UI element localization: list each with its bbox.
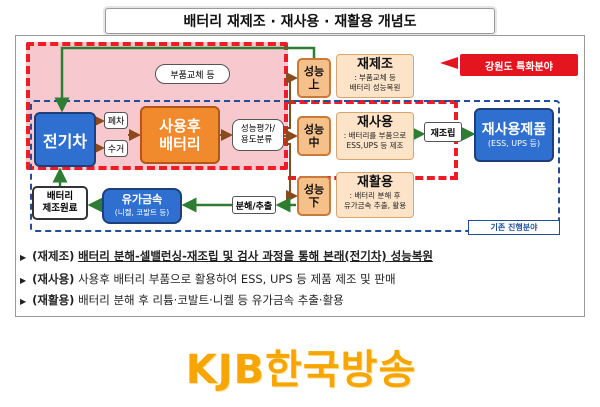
- collect-label: 폐차: [104, 112, 128, 129]
- recover-label: 수거: [104, 140, 128, 157]
- bullet-remanufacture: ▶ (재제조) 배터리 분해-셀밸런싱-재조립 및 검사 과정을 통해 본래(전기…: [20, 248, 580, 264]
- reuse-product-sub: (ESS, UPS 등): [487, 139, 541, 148]
- reuse-product-node: 재사용제품 (ESS, UPS 등): [474, 108, 554, 162]
- bullet-marker-icon: ▶: [20, 276, 27, 285]
- used-battery-node: 사용후 배터리: [140, 106, 220, 164]
- bullet-reuse: ▶ (재사용) 사용후 배터리 부품으로 활용하여 ESS, UPS 등 제품 제…: [20, 271, 580, 287]
- used-battery-label: 사용후 배터리: [159, 117, 201, 153]
- bullet-term: (재사용): [32, 272, 75, 286]
- grade-low-label: 성능 下: [303, 183, 325, 209]
- kjb-watermark-logo: KJB한국방송: [185, 347, 417, 393]
- gangwon-tag: 강원도 특화분야: [460, 54, 578, 76]
- grade-high-label: 성능 上: [303, 65, 325, 91]
- page-title: 배터리 재제조 · 재사용 · 재활용 개념도: [105, 8, 495, 34]
- evaluation-label: 성능평가/ 용도분류: [240, 124, 276, 145]
- bullet-term: (재제조): [32, 249, 75, 263]
- existing-tag: 기존 진행분야: [468, 220, 560, 235]
- existing-zone: [30, 100, 560, 232]
- grade-mid: 성능 中: [297, 116, 331, 156]
- reuse-product-title: 재사용제품: [481, 122, 547, 138]
- disassembly-label: 분해/추출: [232, 196, 276, 214]
- raw-material-node: 배터리 제조원료: [32, 186, 88, 220]
- reuse-desc: : 배터리를 부품으로 ESS,UPS 등 제조: [343, 131, 407, 150]
- bullet-text: 배터리 분해-셀밸런싱-재조립 및 검사 과정을 통해 본래(전기차) 성능복원: [78, 249, 433, 263]
- metal-title: 유가금속: [121, 193, 163, 206]
- diagram-panel: [15, 35, 585, 317]
- reuse-title: 재사용: [357, 115, 393, 130]
- grade-mid-label: 성능 中: [303, 123, 325, 149]
- reassembly-label: 재조립: [424, 122, 462, 142]
- reuse-node: 재사용 : 배터리를 부품으로 ESS,UPS 등 제조: [336, 112, 414, 160]
- part-replace-label: 부품교체 등: [155, 64, 230, 84]
- grade-high: 성능 上: [297, 58, 331, 98]
- bullet-marker-icon: ▶: [20, 253, 27, 262]
- recycle-title: 재활용: [357, 175, 393, 190]
- bullet-text: 사용후 배터리 부품으로 활용하여 ESS, UPS 등 제품 제조 및 판매: [78, 272, 396, 286]
- bullet-term: (재활용): [32, 293, 75, 307]
- recycle-node: 재활용 : 배터리 분해 후 유가금속 추출, 활용: [336, 172, 414, 218]
- bullet-text: 배터리 분해 후 리튬·코발트·니켈 등 유가금속 추출·활용: [78, 293, 344, 307]
- electric-vehicle-node: 전기차: [34, 112, 96, 167]
- remanufacture-node: 재제조 : 부품교체 등 배터리 성능복원: [336, 54, 414, 98]
- evaluation-node: 성능평가/ 용도분류: [232, 119, 284, 151]
- bullet-recycle: ▶ (재활용) 배터리 분해 후 리튬·코발트·니켈 등 유가금속 추출·활용: [20, 292, 580, 308]
- remanufacture-desc: : 부품교체 등 배터리 성능복원: [349, 73, 401, 92]
- metal-sub: (니켈, 코발트 등): [114, 208, 170, 217]
- grade-low: 성능 下: [297, 176, 331, 216]
- remanufacture-title: 재제조: [357, 57, 393, 72]
- valuable-metal-node: 유가금속 (니켈, 코발트 등): [102, 188, 182, 224]
- recycle-desc: : 배터리 분해 후 유가금속 추출, 활용: [343, 191, 407, 210]
- bullet-marker-icon: ▶: [20, 297, 27, 306]
